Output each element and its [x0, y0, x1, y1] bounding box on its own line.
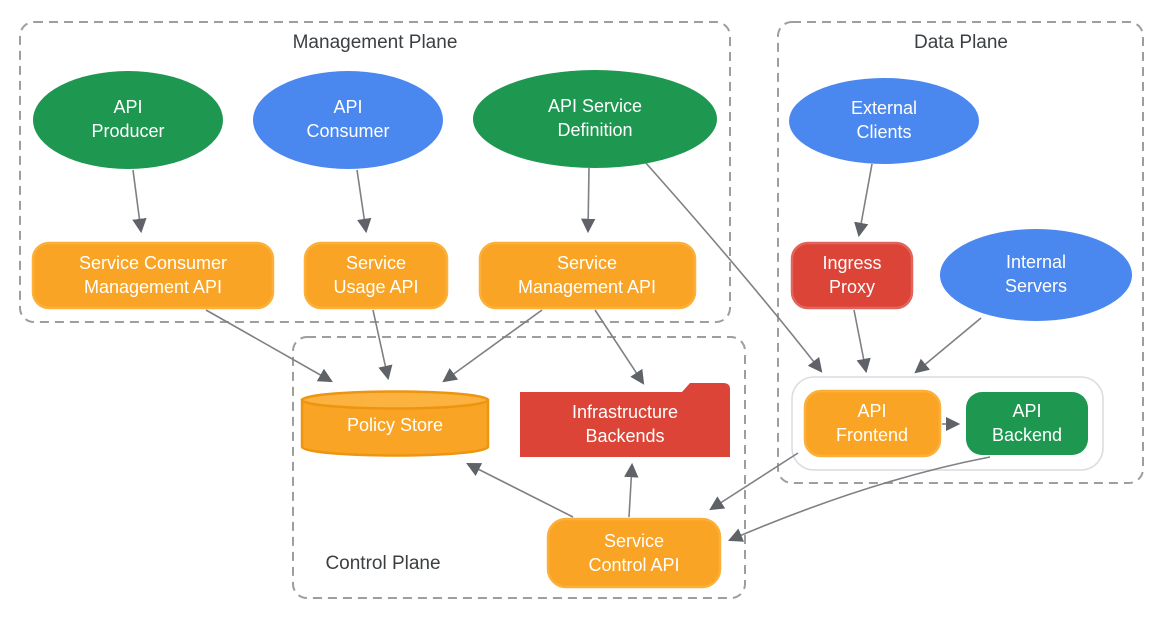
api-service-definition-label: API Service [548, 96, 642, 116]
edge-api-producer-to-service-consumer-management-api [132, 169, 147, 234]
api-frontend-node [803, 389, 942, 458]
edge-external-clients-to-ingress-proxy [854, 163, 873, 238]
internal-servers-label: Internal [1006, 252, 1066, 272]
service-consumer-management-api-label: Management API [84, 277, 222, 297]
service-usage-api-node [303, 241, 449, 310]
infrastructure-backends-folder [520, 383, 730, 457]
infrastructure-backends-node: Infrastructure Backends [520, 383, 730, 457]
infrastructure-backends-label: Infrastructure [572, 402, 678, 422]
service-control-api-label: Service [604, 531, 664, 551]
edge-service-usage-api-to-policy-store [372, 309, 393, 381]
policy-store-cylinder-top [300, 390, 490, 410]
external-clients-node [789, 78, 979, 164]
service-management-api-label: Service [557, 253, 617, 273]
service-consumer-management-api-node [31, 241, 275, 310]
api-service-definition-node [473, 70, 717, 168]
service-consumer-management-api-label: Service Consumer [79, 253, 227, 273]
api-frontend-label: Frontend [836, 425, 908, 445]
ingress-proxy-label: Proxy [829, 277, 875, 297]
service-usage-api-label: Usage API [333, 277, 418, 297]
ingress-proxy-label: Ingress [822, 253, 881, 273]
internal-servers-node [940, 229, 1132, 321]
management-plane-title: Management Plane [293, 32, 458, 53]
api-producer-node [33, 71, 223, 169]
ingress-proxy-node [790, 241, 914, 310]
edge-service-management-api-to-infrastructure-backends [594, 309, 645, 385]
service-control-api-node [546, 517, 722, 589]
api-producer-label: Producer [91, 121, 164, 141]
service-control-api-label: Control API [588, 555, 679, 575]
api-consumer-label: Consumer [306, 121, 389, 141]
api-service-definition-label: Definition [557, 120, 632, 140]
infrastructure-backends-label: Backends [585, 426, 664, 446]
edge-api-service-definition-to-api-frontend [644, 161, 823, 373]
api-consumer-node [253, 71, 443, 169]
edge-service-control-api-to-infrastructure-backends [624, 462, 639, 518]
edge-service-management-api-to-policy-store [442, 309, 543, 383]
data-plane-box [777, 21, 1144, 484]
api-frontend-label: API [857, 401, 886, 421]
internal-servers-label: Servers [1005, 276, 1067, 296]
api-backend-label: Backend [992, 425, 1062, 445]
edge-ingress-proxy-to-api-frontend [853, 309, 871, 374]
edge-service-consumer-management-api-to-policy-store [205, 309, 333, 383]
edge-internal-servers-to-api-frontend [914, 317, 982, 374]
edge-api-service-definition-to-service-management-api [580, 167, 596, 234]
policy-store-label: Policy Store [347, 415, 443, 435]
api-consumer-label: API [333, 97, 362, 117]
control-plane-title: Control Plane [325, 553, 440, 574]
api-producer-label: API [113, 97, 142, 117]
external-clients-label: External [851, 98, 917, 118]
edge-api-consumer-to-service-usage-api [356, 169, 372, 234]
edge-api-frontend-to-service-control-api [709, 452, 799, 511]
api-backend-node [966, 392, 1088, 455]
service-usage-api-label: Service [346, 253, 406, 273]
service-management-api-node [478, 241, 697, 310]
edge-api-backend-to-service-control-api [728, 456, 991, 542]
external-clients-label: Clients [856, 122, 911, 142]
policy-store-node: Policy Store [300, 390, 490, 457]
api-backend-label: API [1012, 401, 1041, 421]
policy-store-cylinder-body [300, 398, 490, 457]
edge-service-control-api-to-policy-store [466, 463, 574, 518]
control-plane-box [292, 336, 746, 599]
data-plane-title: Data Plane [914, 32, 1008, 53]
service-management-api-label: Management API [518, 277, 656, 297]
